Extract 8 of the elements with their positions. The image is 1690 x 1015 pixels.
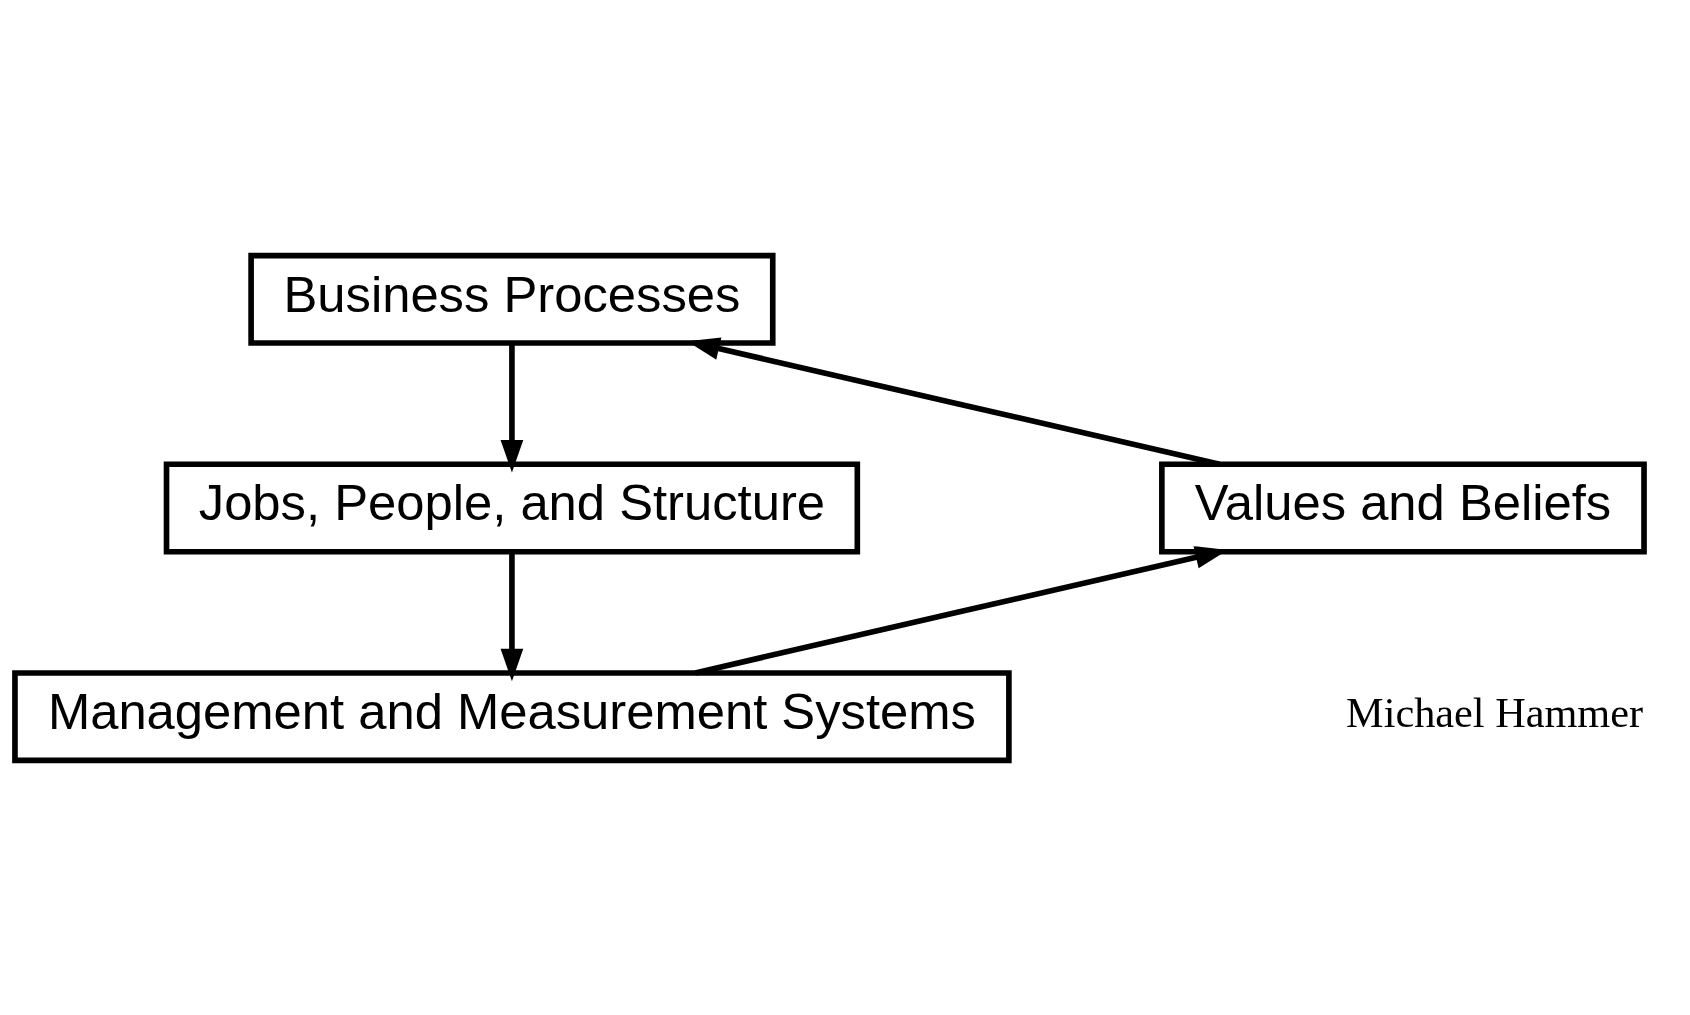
node-box: Business Processes <box>248 252 776 346</box>
node-box: Values and Beliefs <box>1159 461 1647 555</box>
arrow <box>500 342 524 473</box>
node-box: Jobs, People, and Structure <box>163 461 861 555</box>
arrow <box>687 336 1221 467</box>
label: Michael Hammer <box>1346 688 1644 736</box>
arrow <box>500 551 524 681</box>
node-box: Management and Measurement Systems <box>12 669 1012 763</box>
